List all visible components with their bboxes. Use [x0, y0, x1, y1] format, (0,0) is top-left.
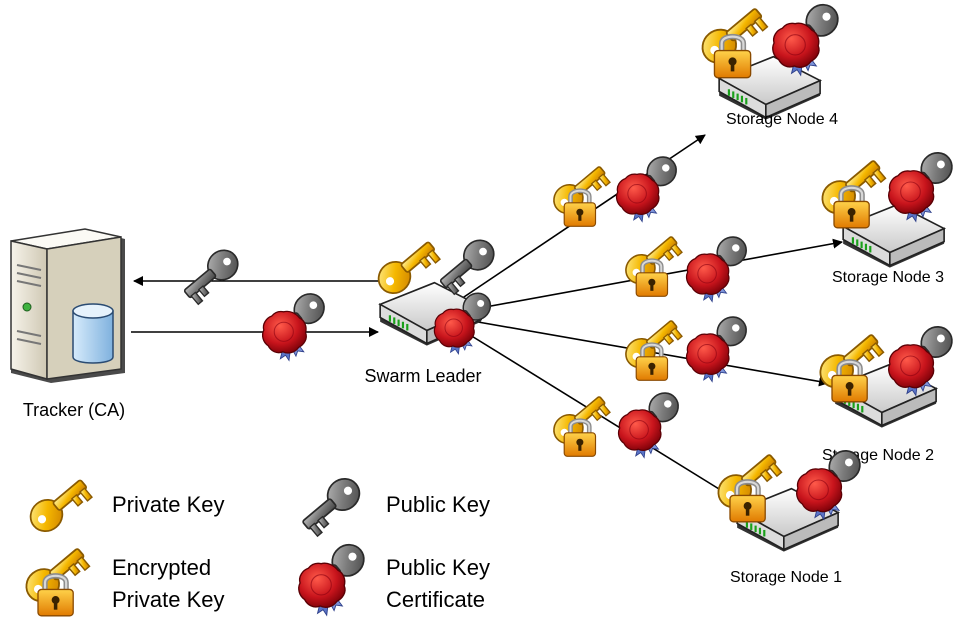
legend-public-key-label: Public Key: [386, 492, 490, 517]
storage-node-4: Storage Node 4: [696, 0, 844, 128]
certificate-icon: [889, 321, 958, 396]
legend-encrypted-line1: Encrypted: [112, 555, 211, 580]
encrypted-private-key-icon: [548, 160, 612, 227]
encrypted-private-key-icon: [620, 230, 684, 297]
tracker-label: Tracker (CA): [23, 400, 125, 420]
encrypted-private-key-icon: [620, 314, 684, 381]
certificate-icon: [263, 288, 330, 361]
storage-node-1: Storage Node 1: [712, 445, 866, 586]
certificate-icon: [687, 311, 752, 381]
encrypted-private-key-icon: [548, 390, 612, 457]
swarm-leader-label: Swarm Leader: [364, 366, 481, 386]
certificate-icon: [617, 151, 682, 221]
certificate-icon: [299, 538, 370, 615]
certificate-icon: [773, 0, 844, 75]
tracker-node: Tracker (CA): [9, 227, 127, 420]
swarm-leader-node: Swarm Leader: [364, 233, 501, 386]
legend-private-key-label: Private Key: [112, 492, 225, 517]
legend-certificate-line1: Public Key: [386, 555, 490, 580]
public-key-icon: [433, 233, 501, 297]
public-key-icon: [177, 243, 245, 307]
encrypted-private-key-icon: [20, 541, 92, 616]
legend-encrypted-line2: Private Key: [112, 587, 225, 612]
storage-node-label: Storage Node 1: [730, 569, 842, 586]
private-key-icon: [23, 471, 95, 539]
storage-node-3: Storage Node 3: [816, 147, 958, 286]
certificate-icon: [889, 147, 958, 222]
storage-node-2: Storage Node 2: [814, 321, 958, 464]
legend: Private Key Public Key Encrypted Private…: [20, 471, 490, 616]
storage-node-label: Storage Node 4: [726, 111, 838, 128]
server-icon: [9, 227, 127, 385]
storage-node-label: Storage Node 3: [832, 269, 944, 286]
certificate-icon: [619, 387, 684, 457]
certificate-icon: [687, 231, 752, 301]
legend-certificate-line2: Certificate: [386, 587, 485, 612]
public-key-icon: [295, 471, 367, 539]
